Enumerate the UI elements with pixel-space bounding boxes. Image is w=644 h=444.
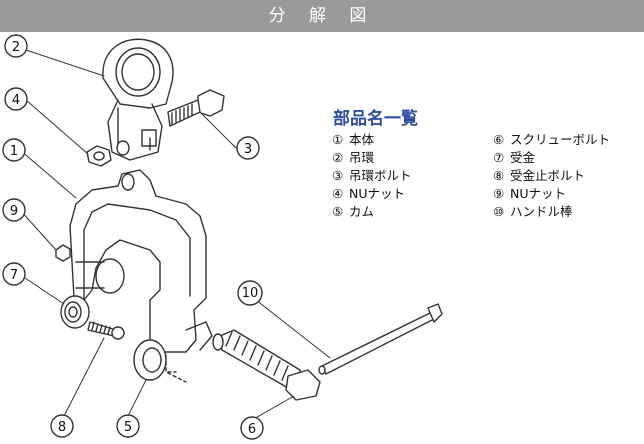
callout-2: 2: [4, 34, 28, 58]
lifting-eye-part: [102, 38, 174, 161]
callout-4: 4: [4, 87, 28, 111]
svg-text:1: 1: [10, 144, 18, 159]
callout-10: 10: [237, 280, 263, 306]
callout-6: 6: [240, 416, 264, 440]
svg-text:8: 8: [58, 420, 66, 435]
screw-bolt-part: [212, 329, 321, 401]
callout-9: 9: [2, 198, 26, 222]
callout-8: 8: [50, 414, 74, 438]
eye-bolt-part: [167, 89, 225, 127]
callout-3: 3: [236, 136, 260, 160]
receiver-stop-bolt-part: [87, 321, 125, 340]
page-title: 分 解 図: [0, 0, 644, 32]
svg-text:9: 9: [10, 204, 18, 219]
leader-lines: [19, 49, 331, 421]
svg-text:10: 10: [242, 286, 259, 301]
nu-nut-4-part: [86, 145, 112, 167]
handle-bar-part: [318, 303, 443, 375]
callout-7: 7: [2, 262, 26, 286]
main-body-part: [69, 169, 213, 383]
svg-text:5: 5: [124, 420, 132, 435]
svg-text:7: 7: [10, 268, 18, 283]
svg-text:4: 4: [12, 93, 20, 108]
cam-part: [133, 339, 167, 381]
svg-text:3: 3: [244, 142, 252, 157]
parts-list-heading: 部品名一覧: [333, 109, 418, 129]
svg-text:6: 6: [248, 422, 256, 437]
callout-1: 1: [2, 138, 26, 162]
exploded-view-diagram: 2 4 1 9 7 8 5: [2, 34, 443, 440]
nu-nut-9-part: [55, 244, 71, 262]
callout-5: 5: [116, 414, 140, 438]
svg-text:2: 2: [12, 40, 20, 55]
receiver-part: [60, 295, 90, 329]
